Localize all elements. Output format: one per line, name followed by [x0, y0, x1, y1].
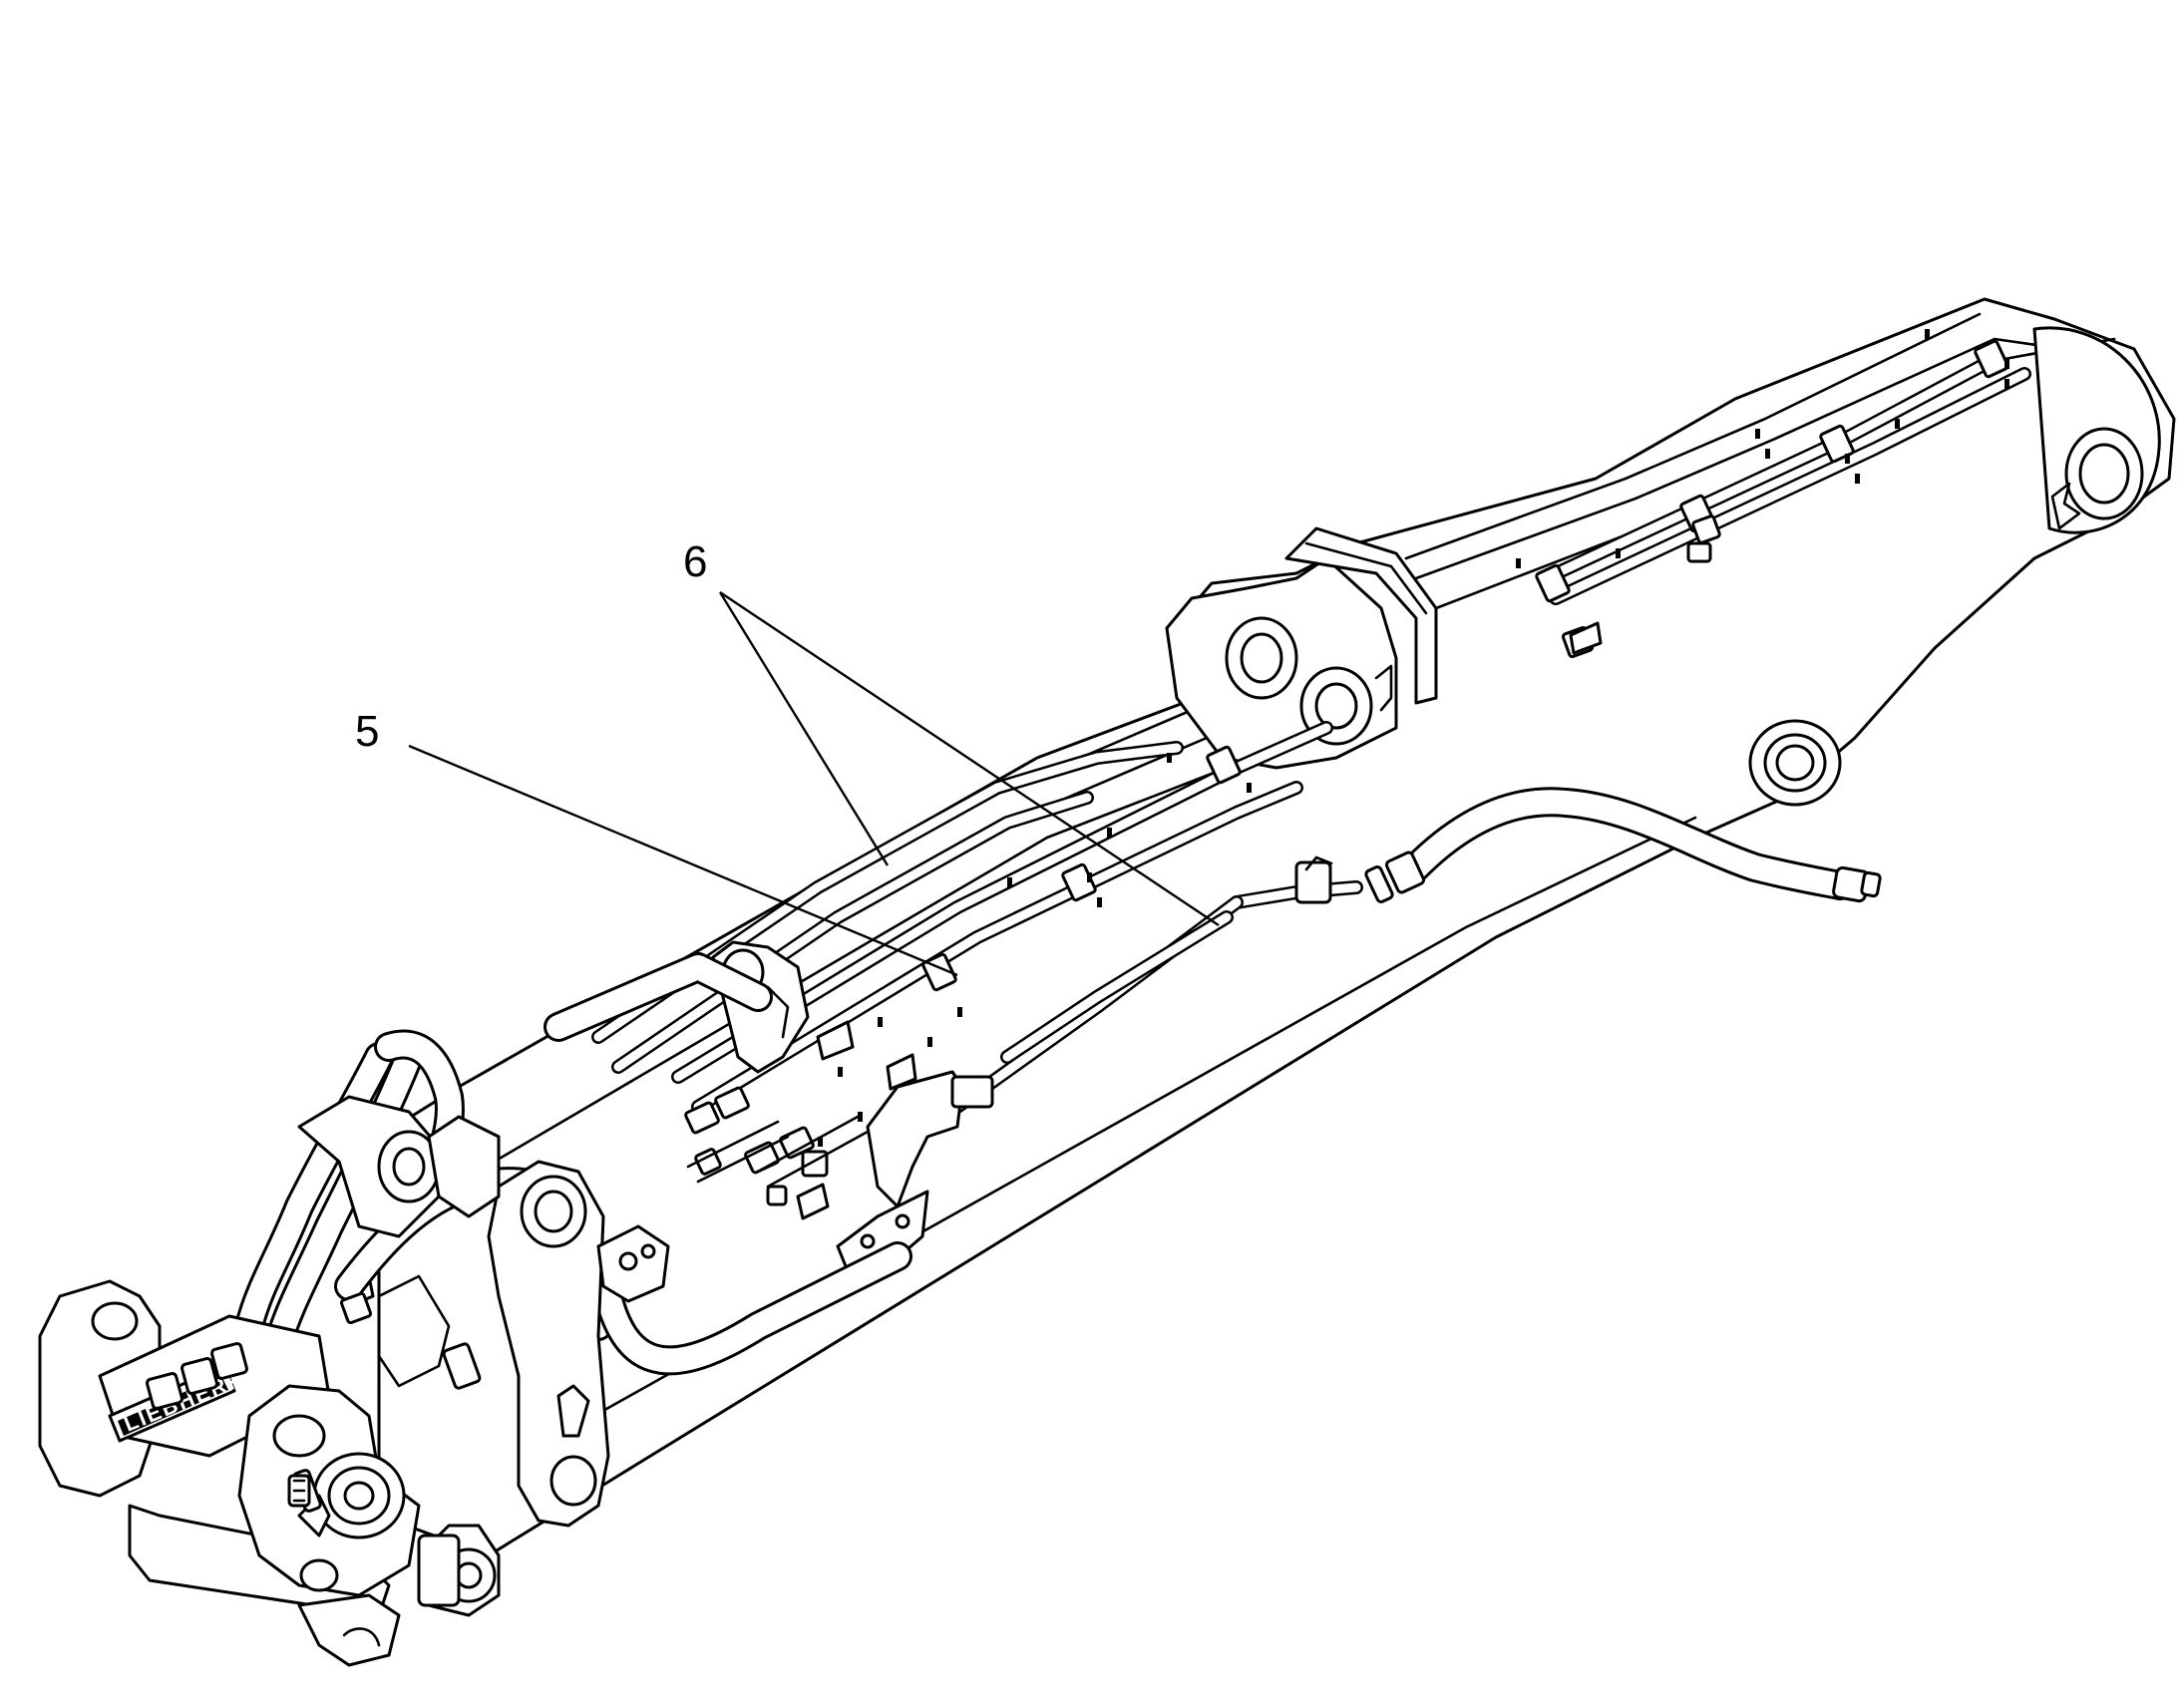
right-hose	[1364, 787, 1882, 903]
callout-5: 5	[355, 707, 379, 756]
mid-bracket	[836, 1070, 994, 1273]
right-tube	[1230, 855, 1363, 909]
callout-labels: 5 6	[355, 537, 707, 756]
valve-cluster	[684, 1086, 870, 1206]
lower-pin-boss	[1748, 719, 1842, 807]
leader-lines	[408, 591, 1220, 977]
bolt-marks	[818, 329, 2009, 1147]
callout-6: 6	[683, 537, 707, 586]
leader-6a	[718, 591, 890, 866]
bucket-cylinder	[297, 1095, 501, 1390]
front-link	[487, 1160, 670, 1528]
leader-5	[408, 744, 958, 977]
quick-coupler: LIEBHERR	[38, 1279, 501, 1667]
leader-6b	[719, 591, 1220, 926]
cylinder-bracket	[1165, 526, 1438, 770]
rear-pin-boss	[2032, 326, 2161, 534]
